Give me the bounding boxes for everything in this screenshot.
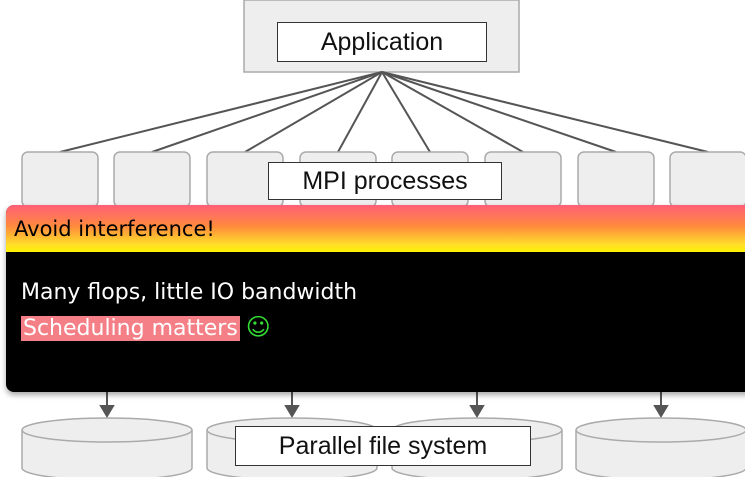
alert-line-scheduling: Scheduling matters☺ (21, 310, 745, 346)
mpi-process-box (577, 151, 655, 208)
storage-cylinder (575, 417, 745, 477)
storage-arrows (99, 392, 669, 418)
parallel-file-system-label: Parallel file system (235, 426, 531, 466)
alert-line-flops: Many flops, little IO bandwidth (21, 280, 358, 305)
storage-cylinder (21, 417, 193, 477)
mpi-processes-label: MPI processes (268, 162, 502, 200)
alert-title: Avoid interference! (6, 205, 745, 252)
smiley-icon: ☺ (245, 313, 271, 341)
scheduling-highlight: Scheduling matters (21, 316, 240, 341)
mpi-process-box (21, 151, 99, 208)
mpi-process-box (113, 151, 191, 208)
fanout-lines (59, 71, 709, 153)
mpi-process-box (669, 151, 745, 208)
alert-block: Avoid interference! Many flops, little I… (6, 205, 745, 392)
alert-body: Many flops, little IO bandwidth Scheduli… (6, 252, 745, 346)
application-label: Application (277, 22, 487, 62)
